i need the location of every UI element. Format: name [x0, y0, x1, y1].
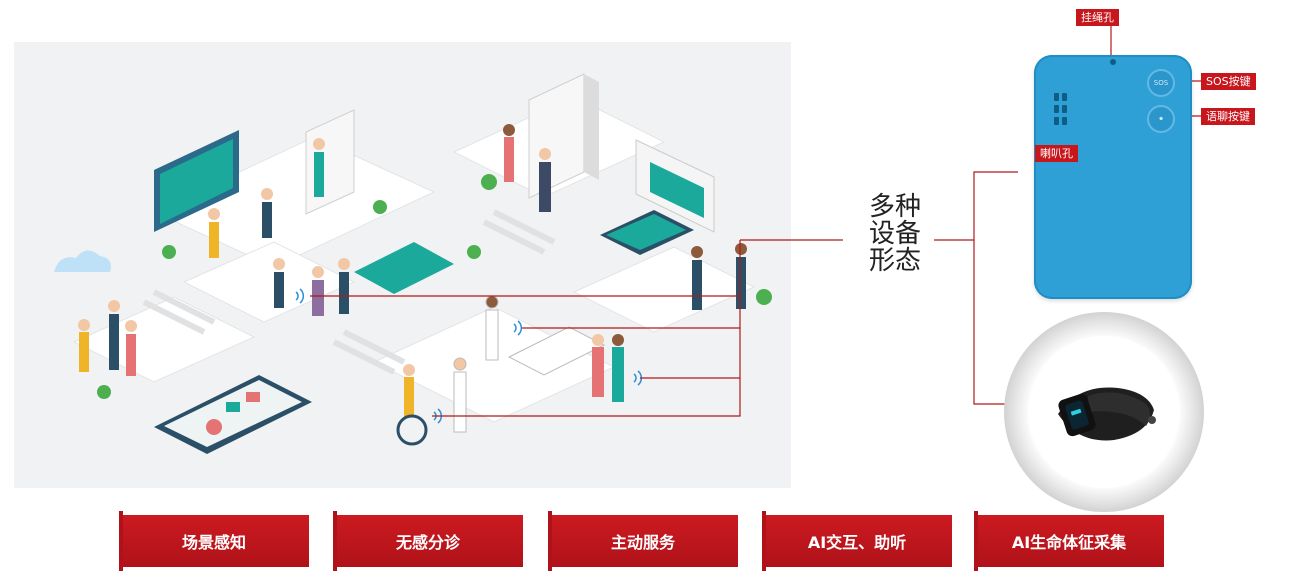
isometric-hospital-graphic — [54, 73, 772, 454]
smart-band-icon — [1058, 387, 1156, 441]
feature-label: 场景感知 — [181, 533, 246, 552]
speaker-dot — [1062, 117, 1067, 125]
microphone-icon: ⚫ — [1147, 105, 1175, 133]
smart-band-circle — [1028, 336, 1180, 488]
speaker-dot — [1062, 93, 1067, 101]
feature-ai-vital-signs[interactable]: AI生命体征采集 — [974, 511, 1164, 571]
feature-label: AI生命体征采集 — [1011, 533, 1127, 552]
voice-button-label: 语聊按键 — [1201, 108, 1255, 125]
feature-label: 无感分诊 — [395, 533, 460, 552]
speaker-dot — [1062, 105, 1067, 113]
speaker-dot — [1054, 105, 1059, 113]
speaker-dot — [1054, 93, 1059, 101]
lanyard-hole — [1110, 59, 1116, 65]
feature-label: AI交互、助听 — [807, 533, 907, 552]
device-forms-label: 多种 设备 形态 — [860, 194, 930, 275]
feature-proactive-service[interactable]: 主动服务 — [548, 511, 738, 571]
feature-ai-interaction[interactable]: AI交互、助听 — [762, 511, 952, 571]
hospital-scene-illustration — [14, 42, 791, 488]
badge-device: SOS ⚫ — [1034, 55, 1192, 299]
feature-scene-perception[interactable]: 场景感知 — [119, 511, 309, 571]
feature-label: 主动服务 — [610, 533, 675, 552]
sos-button-graphic: SOS — [1147, 69, 1175, 97]
center-label-line-3: 形态 — [868, 246, 921, 276]
center-label-line-1: 多种 — [868, 192, 921, 222]
lanyard-hole-label: 挂绳孔 — [1076, 9, 1119, 26]
speaker-dot — [1054, 117, 1059, 125]
center-label-line-2: 设备 — [868, 219, 921, 249]
smart-band-halo — [1004, 312, 1204, 512]
sos-button-label: SOS按键 — [1201, 73, 1256, 90]
speaker-hole-label: 喇叭孔 — [1035, 145, 1078, 162]
feature-seamless-triage[interactable]: 无感分诊 — [333, 511, 523, 571]
